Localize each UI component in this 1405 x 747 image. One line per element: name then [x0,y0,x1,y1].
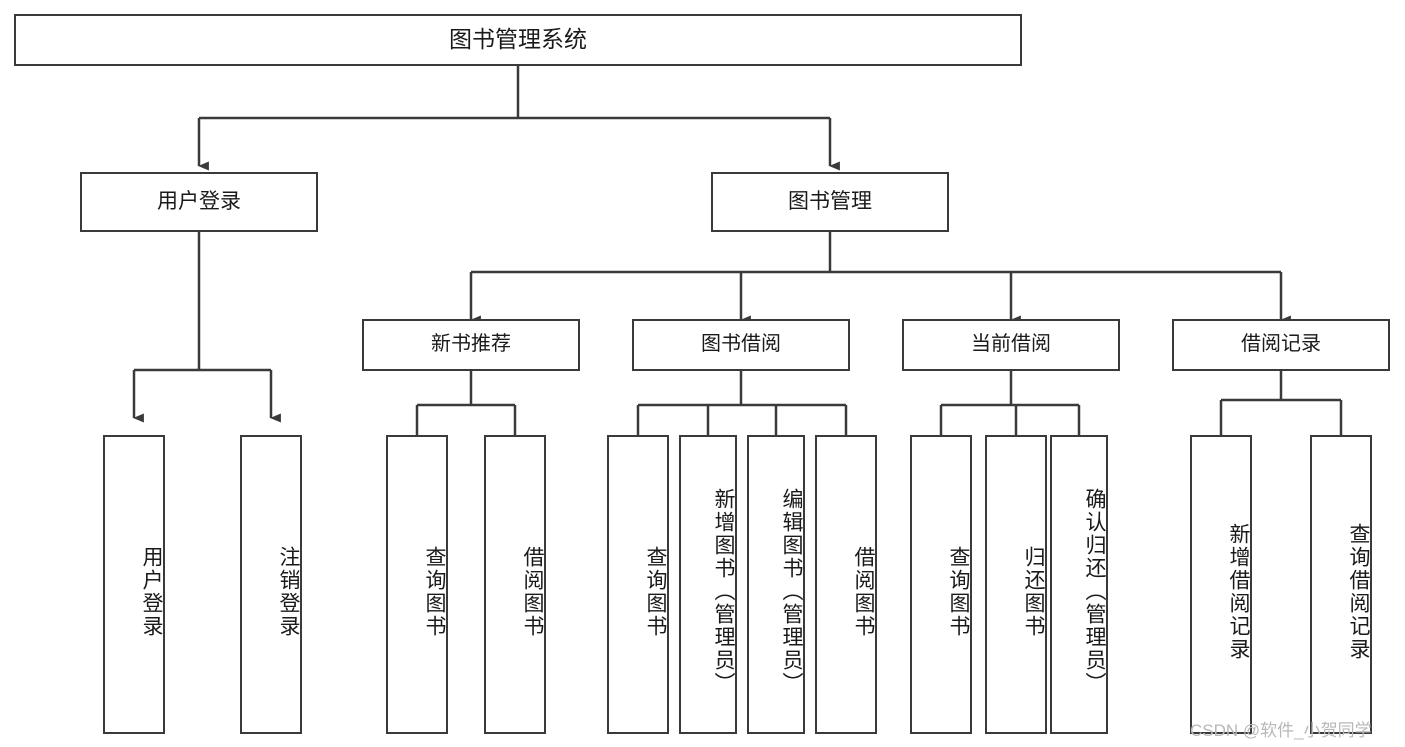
node-user-login-label: 用户登录 [157,189,241,213]
node-leaf-confirm-return[interactable]: 确认归还（管理员） [1050,435,1108,734]
node-leaf-query-book-2-label: 查询图书 [644,545,667,638]
node-borrow-record[interactable]: 借阅记录 [1172,319,1390,371]
node-current-borrow-label: 当前借阅 [971,333,1051,356]
node-leaf-edit-book-label: 编辑图书（管理员） [780,488,803,695]
node-root[interactable]: 图书管理系统 [14,14,1022,66]
node-borrow-record-label: 借阅记录 [1241,333,1321,356]
node-current-borrow[interactable]: 当前借阅 [902,319,1120,371]
node-book-management-label: 图书管理 [788,189,872,213]
node-leaf-confirm-return-label: 确认归还（管理员） [1083,488,1106,695]
node-leaf-query-book-3-label: 查询图书 [947,545,970,638]
node-leaf-logout-label: 注销登录 [277,545,300,638]
node-book-borrow[interactable]: 图书借阅 [632,319,850,371]
node-leaf-return-book[interactable]: 归还图书 [985,435,1047,734]
node-leaf-logout[interactable]: 注销登录 [240,435,302,734]
node-new-book-recommend[interactable]: 新书推荐 [362,319,580,371]
node-user-login[interactable]: 用户登录 [80,172,318,232]
node-leaf-query-record-label: 查询借阅记录 [1347,522,1370,661]
node-leaf-borrow-book-2[interactable]: 借阅图书 [815,435,877,734]
node-leaf-query-book-3[interactable]: 查询图书 [910,435,972,734]
node-leaf-edit-book[interactable]: 编辑图书（管理员） [747,435,805,734]
node-leaf-add-book-label: 新增图书（管理员） [712,488,735,695]
node-leaf-user-login-label: 用户登录 [140,545,163,638]
node-root-label: 图书管理系统 [449,26,587,53]
node-leaf-borrow-book-1[interactable]: 借阅图书 [484,435,546,734]
node-leaf-add-record[interactable]: 新增借阅记录 [1190,435,1252,734]
node-new-book-recommend-label: 新书推荐 [431,333,511,356]
node-leaf-query-record[interactable]: 查询借阅记录 [1310,435,1372,734]
node-leaf-query-book-2[interactable]: 查询图书 [607,435,669,734]
node-leaf-borrow-book-2-label: 借阅图书 [852,545,875,638]
node-leaf-add-book[interactable]: 新增图书（管理员） [679,435,737,734]
node-leaf-return-book-label: 归还图书 [1022,545,1045,638]
csdn-watermark: CSDN @软件_小贺同学 [1190,721,1372,740]
node-book-management[interactable]: 图书管理 [711,172,949,232]
node-leaf-borrow-book-1-label: 借阅图书 [521,545,544,638]
node-leaf-query-book-1-label: 查询图书 [423,545,446,638]
node-leaf-query-book-1[interactable]: 查询图书 [386,435,448,734]
node-leaf-add-record-label: 新增借阅记录 [1227,522,1250,661]
node-leaf-user-login[interactable]: 用户登录 [103,435,165,734]
node-book-borrow-label: 图书借阅 [701,333,781,356]
